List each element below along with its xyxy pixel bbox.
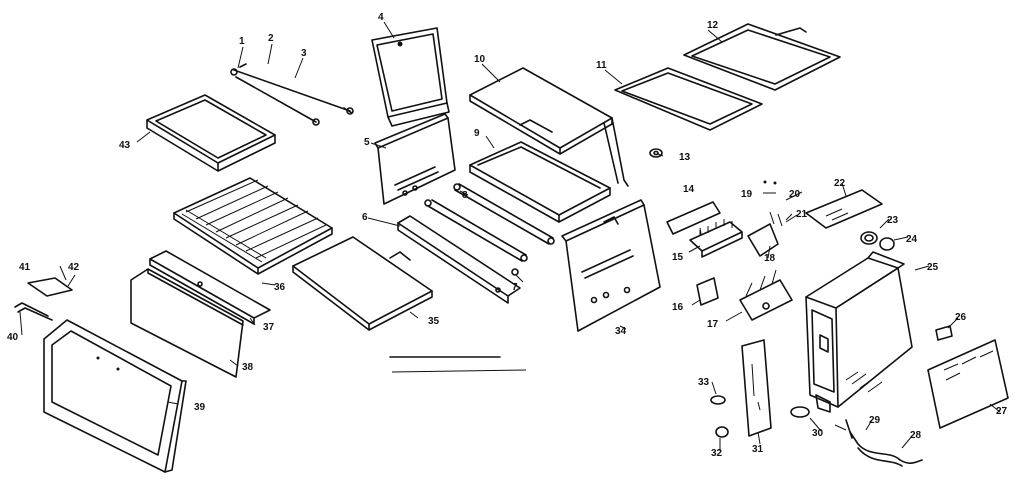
top-plate [683,23,841,91]
label-19: 19 [741,189,753,200]
label-38: 38 [242,362,254,373]
label-13: 13 [679,152,691,163]
label-36: 36 [274,282,286,293]
label-34: 34 [615,326,627,337]
label-23: 23 [887,215,899,226]
label-16: 16 [672,302,684,313]
label-2: 2 [268,33,274,44]
small-hardware [763,180,793,221]
label-42: 42 [68,262,80,273]
plate-22 [805,189,883,229]
door-glass [130,268,244,378]
label-39: 39 [194,402,206,413]
label-5: 5 [364,137,370,148]
label-17: 17 [707,319,719,330]
label-25: 25 [927,262,939,273]
outer-top [469,67,629,187]
drip-pan [292,236,433,331]
label-15: 15 [672,252,684,263]
callout-labels: 1 2 3 4 5 6 7 8 9 10 11 12 13 14 15 16 1… [7,12,1008,459]
label-11: 11 [596,60,607,71]
power-cord [845,419,923,467]
label-4: 4 [378,12,384,23]
control-housing [805,251,913,413]
label-8: 8 [462,190,468,201]
label-1: 1 [239,36,245,47]
control-plate [741,339,772,437]
label-20: 20 [789,189,801,200]
rack [173,177,333,275]
label-9: 9 [474,128,480,139]
door-hinge-rail [149,250,271,325]
knobs-23-24 [860,231,895,251]
label-12: 12 [707,20,719,31]
top-cover [614,67,763,131]
thermostat-switch [739,269,793,321]
control-panel [927,339,1009,429]
indicator-lamp [935,325,953,341]
bottom-rail [397,215,521,304]
label-7: 7 [512,282,518,293]
label-29: 29 [869,415,881,426]
terminal-block [689,219,743,258]
label-10: 10 [474,54,486,65]
heating-element-rod [230,63,354,126]
label-41: 41 [19,262,31,273]
label-35: 35 [428,316,440,327]
label-28: 28 [910,430,922,441]
switch-18 [747,211,783,257]
label-27: 27 [996,406,1008,417]
handle-assembly [14,277,73,321]
top-reflector [371,27,450,127]
label-37: 37 [263,322,275,333]
inner-top [469,141,611,223]
label-26: 26 [955,312,967,323]
label-24: 24 [906,234,918,245]
left-side-panel [374,113,456,205]
label-40: 40 [7,332,19,343]
grommet [649,148,663,158]
label-3: 3 [301,48,307,59]
bracket [666,201,721,235]
crumb-tray [146,94,276,172]
label-14: 14 [683,184,695,195]
right-side-panel [561,199,661,332]
label-6: 6 [362,212,368,223]
label-21: 21 [796,209,808,220]
label-22: 22 [834,178,846,189]
switch-16 [696,277,719,306]
knob-buttons [710,395,810,438]
label-33: 33 [698,377,710,388]
label-30: 30 [812,428,824,439]
label-18: 18 [764,253,776,264]
label-31: 31 [752,444,764,455]
label-32: 32 [711,448,723,459]
heating-elements [424,183,555,276]
door-frame [43,319,187,473]
baseline-stroke-2 [391,369,527,373]
label-43: 43 [119,140,131,151]
leader-lines [19,21,1001,451]
